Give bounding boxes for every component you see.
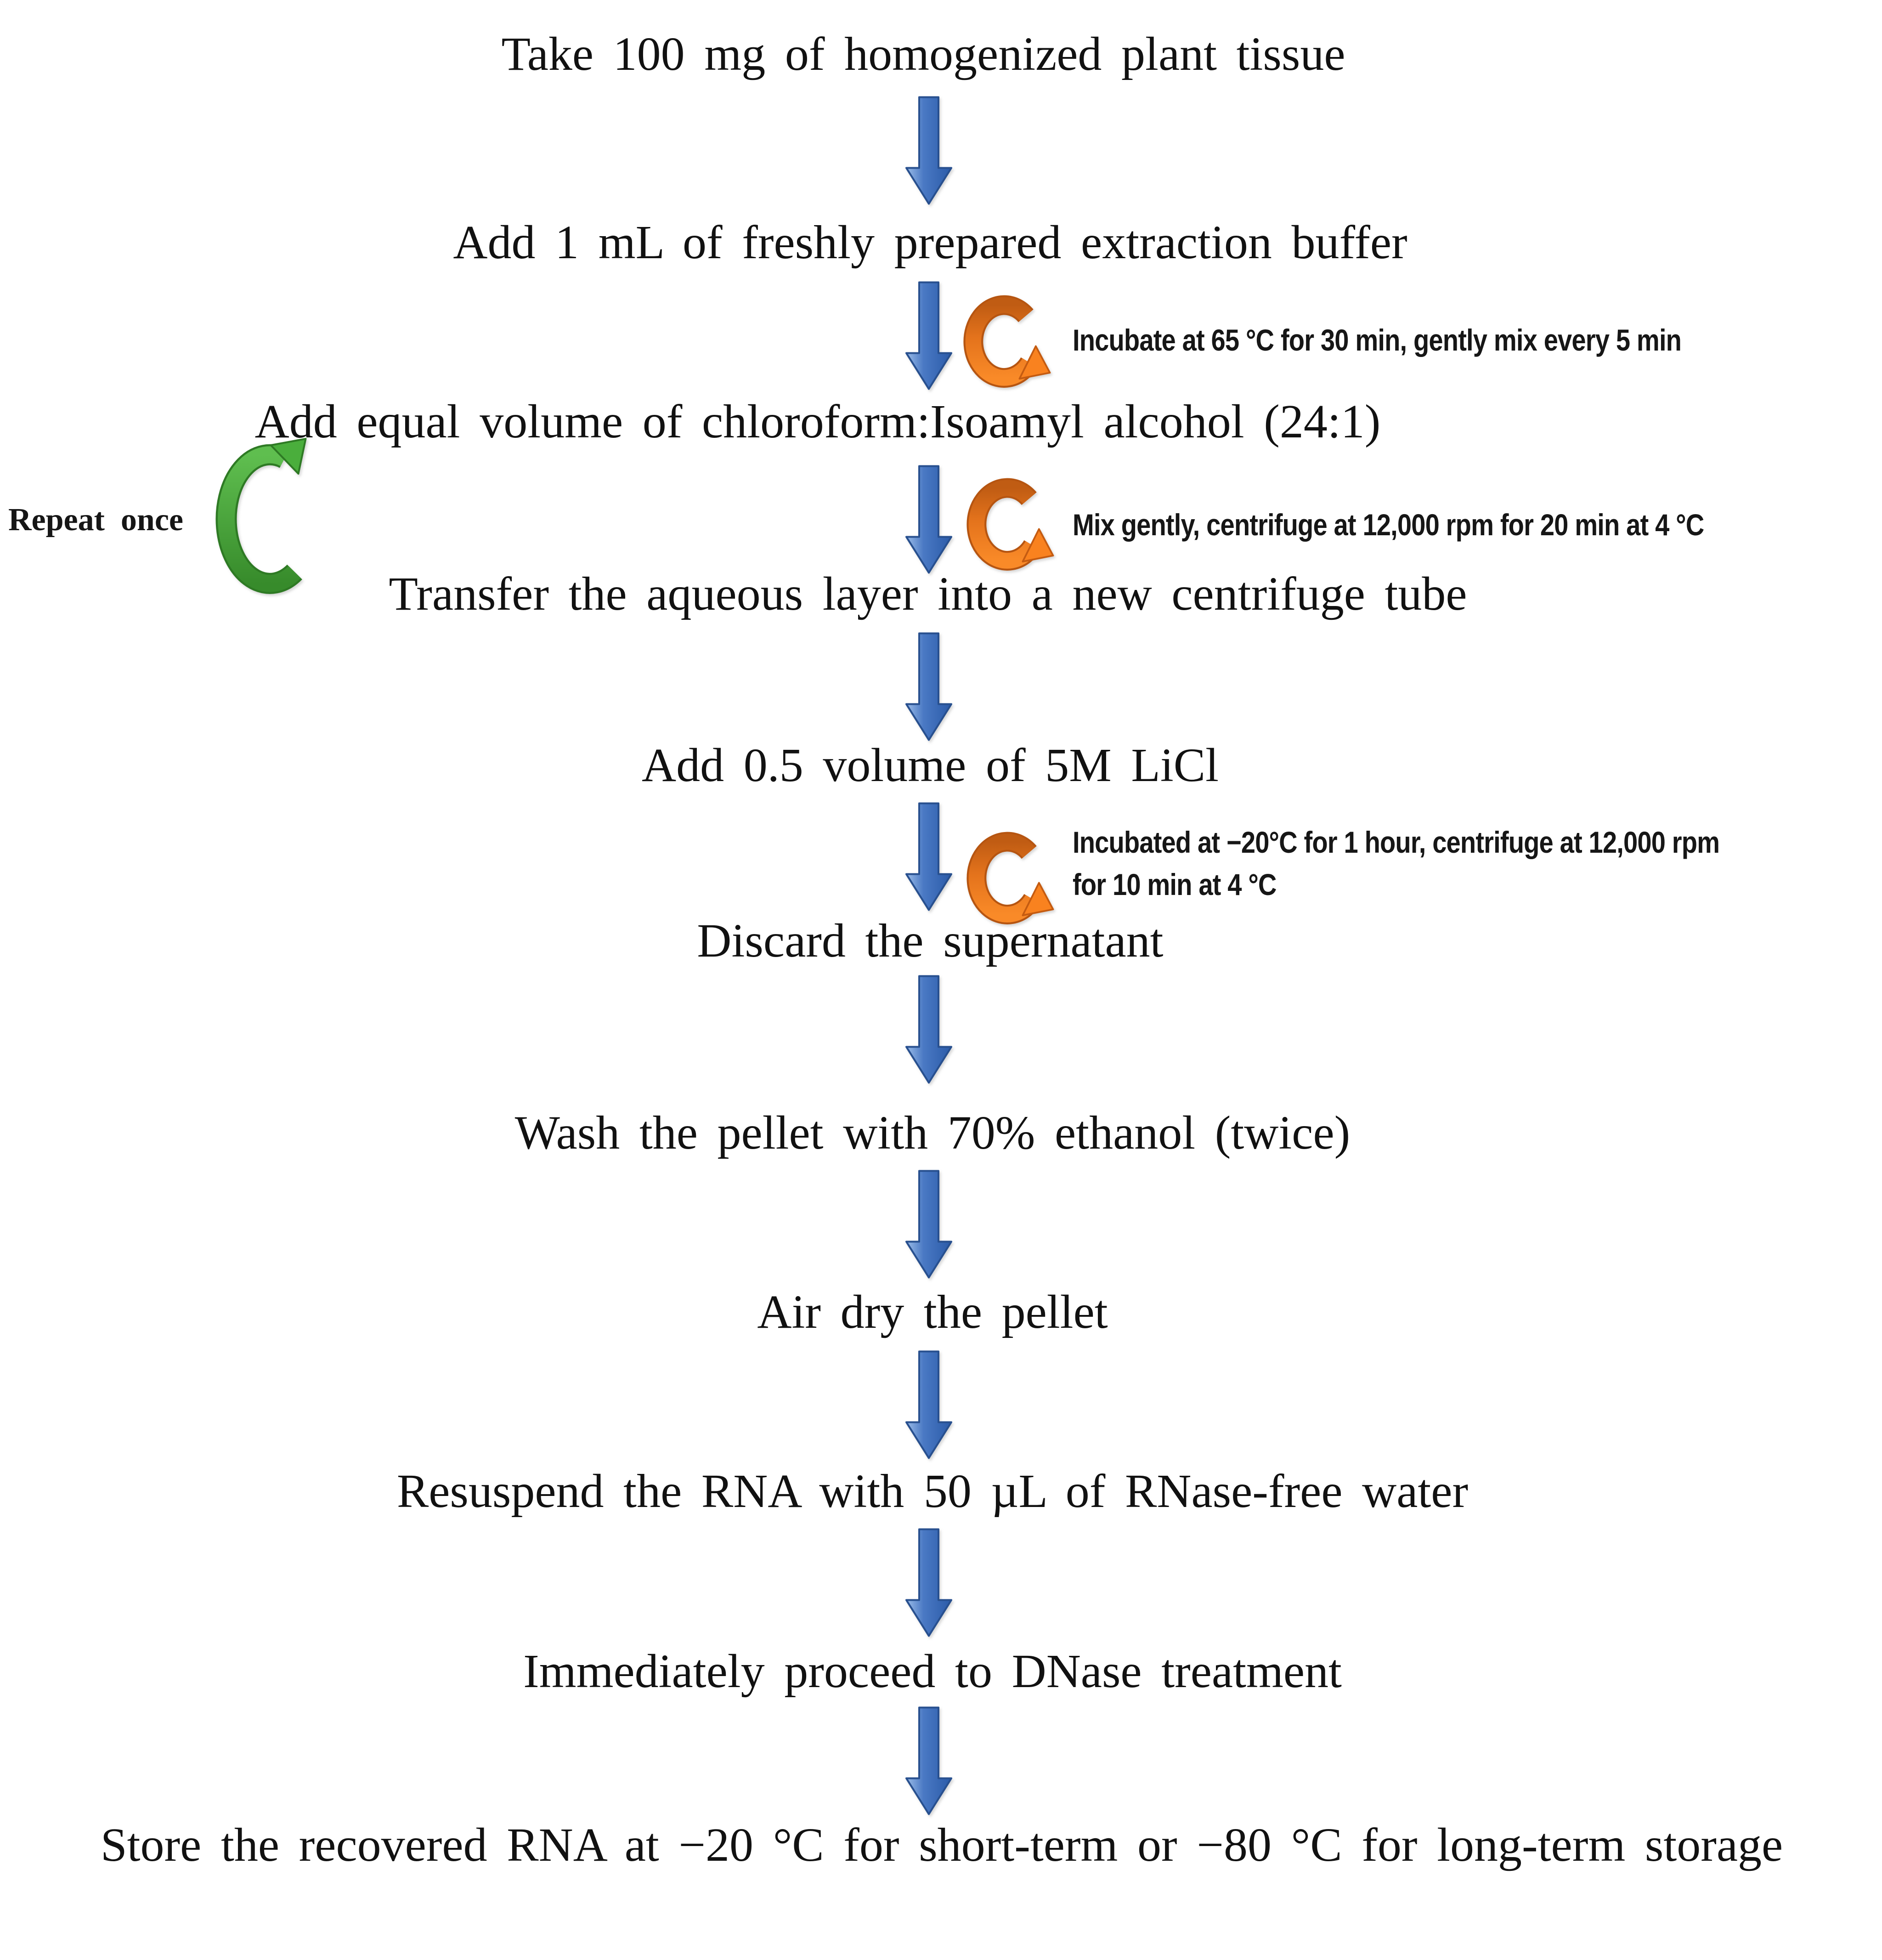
flow-step-discard-supernatant: Discard the supernatant — [697, 914, 1164, 967]
down-arrow-icon — [904, 463, 953, 576]
annotation-incubate-minus20c: Incubated at −20°C for 1 hour, centrifug… — [1073, 825, 1720, 901]
down-arrow-icon — [904, 1168, 953, 1280]
down-arrow-icon — [904, 1348, 953, 1461]
annotation-incubate-65c: Incubate at 65 °C for 30 min, gently mix… — [1073, 323, 1682, 357]
flow-step-wash-pellet: Wash the pellet with 70% ethanol (twice) — [514, 1106, 1351, 1159]
flow-step-take-tissue: Take 100 mg of homogenized plant tissue — [501, 28, 1345, 80]
flow-step-dnase-treatment: Immediately proceed to DNase treatment — [523, 1645, 1342, 1698]
flow-step-store-rna: Store the recovered RNA at −20 °C for sh… — [100, 1818, 1783, 1871]
down-arrow-icon — [904, 1705, 953, 1817]
down-arrow-icon — [904, 279, 953, 392]
cycle-arrow-icon — [962, 821, 1057, 943]
annotation-centrifuge-12000: Mix gently, centrifuge at 12,000 rpm for… — [1073, 508, 1704, 542]
down-arrow-icon — [904, 94, 953, 207]
down-arrow-icon — [904, 800, 953, 913]
flow-step-air-dry: Air dry the pellet — [757, 1286, 1108, 1338]
down-arrow-icon — [904, 973, 953, 1086]
flow-step-transfer-aqueous: Transfer the aqueous layer into a new ce… — [389, 567, 1467, 620]
cycle-arrow-icon — [962, 468, 1057, 589]
flow-step-add-buffer: Add 1 mL of freshly prepared extraction … — [453, 216, 1407, 269]
flow-step-add-licl: Add 0.5 volume of 5M LiCl — [641, 739, 1219, 792]
cycle-arrow-icon — [959, 285, 1053, 407]
flow-step-add-chloroform: Add equal volume of chloroform:Isoamyl a… — [254, 395, 1381, 448]
down-arrow-icon — [904, 1526, 953, 1639]
repeat-once-label: Repeat once — [8, 502, 184, 538]
down-arrow-icon — [904, 630, 953, 743]
flow-step-resuspend-rna: Resuspend the RNA with 50 µL of RNase-fr… — [396, 1465, 1469, 1518]
repeat-arrow-icon — [207, 430, 324, 613]
